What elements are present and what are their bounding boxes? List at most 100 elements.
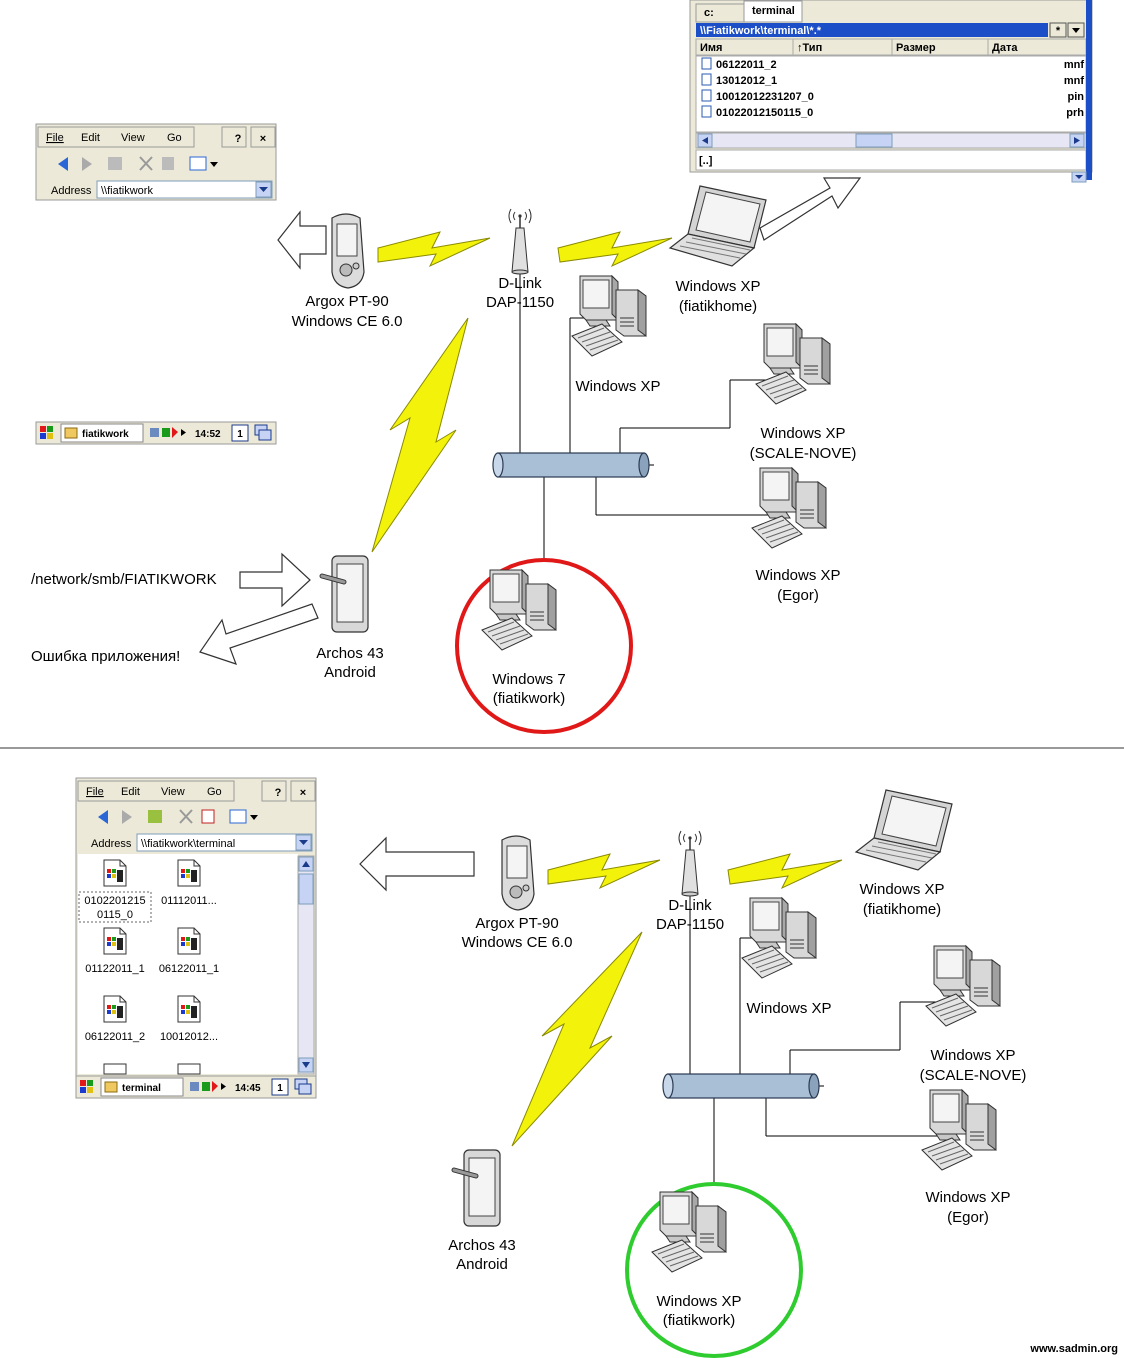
- top-ce-tray-icons: [150, 427, 186, 438]
- top-ce-windows-icon[interactable]: [254, 424, 272, 441]
- fm-scroll-thumb[interactable]: [855, 133, 893, 148]
- bottom-ce-file-item[interactable]: 01122011_1: [85, 927, 145, 975]
- bottom-ce-forward-icon[interactable]: [122, 810, 132, 824]
- top-ce-views-chevron-icon[interactable]: [210, 162, 218, 167]
- top-ce-help-button[interactable]: ?: [221, 126, 247, 148]
- top-ce-up-icon[interactable]: [108, 157, 122, 170]
- top-win7-highlight-circle: [455, 558, 633, 734]
- bottom-router-model: DAP-1150: [656, 916, 724, 933]
- bottom-wireless-bolt-laptop: [727, 853, 843, 890]
- fm-col-date[interactable]: Дата: [992, 42, 1018, 54]
- fm-row-name: 10012012231207_0: [716, 91, 814, 103]
- top-network: D-Link DAP-1150 Argox PT-90 Windows CE 6…: [31, 177, 862, 734]
- bottom-ce-address-value: \\fiatikwork\terminal: [141, 838, 235, 850]
- top-ce-start-icon[interactable]: [40, 426, 53, 439]
- fm-row[interactable]: 10012012231207_0 pin: [701, 89, 1084, 103]
- top-ce-desktop-button[interactable]: 1: [231, 424, 249, 442]
- top-ce-views-icon[interactable]: [189, 156, 207, 171]
- fm-scroll-left-icon[interactable]: [702, 137, 708, 144]
- bottom-ce-menu-edit[interactable]: Edit: [121, 786, 140, 798]
- bottom-ce-network-icon[interactable]: [190, 1082, 199, 1091]
- fm-scroll-right-icon[interactable]: [1074, 137, 1080, 144]
- fm-dropdown-button[interactable]: [1067, 22, 1085, 38]
- top-ce-address-value: \\fiatikwork: [101, 185, 153, 197]
- bottom-ce-file-item[interactable]: 06122011_2: [85, 995, 145, 1043]
- bottom-ce-close-button[interactable]: ×: [290, 780, 316, 802]
- bottom-ce-vertical-scrollbar[interactable]: [297, 855, 315, 1075]
- bottom-ce-address-field[interactable]: \\fiatikwork\terminal: [136, 833, 313, 852]
- fm-row-name: 01022012150115_0: [716, 107, 813, 119]
- bottom-ce-menu-go[interactable]: Go: [207, 786, 222, 798]
- bottom-ce-help-button[interactable]: ?: [261, 780, 287, 802]
- top-ce-address-field[interactable]: \\fiatikwork: [96, 180, 273, 199]
- top-ce-tray-arrow-icon[interactable]: [181, 429, 186, 436]
- top-ce-network-icon[interactable]: [150, 428, 159, 437]
- top-ce-explorer-window: File Edit View Go ? × Address \\fiatikwo…: [35, 123, 277, 201]
- fm-file-icon: [701, 73, 712, 86]
- top-ce-menu-file[interactable]: File: [46, 132, 64, 144]
- top-argox-pda-icon: [331, 213, 365, 289]
- bottom-archos-label-2: Android: [456, 1256, 508, 1273]
- top-ce-back-icon[interactable]: [58, 157, 68, 171]
- bottom-ce-file-item[interactable]: 10012012...: [160, 995, 218, 1043]
- bottom-ce-menu-view[interactable]: View: [161, 786, 185, 798]
- fm-row[interactable]: 13012012_1 mnf: [701, 73, 1084, 87]
- top-ce-delete-icon[interactable]: [139, 156, 153, 171]
- fm-scroll-down-icon[interactable]: [1075, 175, 1083, 179]
- bottom-ce-address-label: Address: [91, 838, 132, 850]
- bottom-ce-delete-icon[interactable]: [179, 809, 193, 824]
- bottom-ce-file-item[interactable]: 06122011_1: [159, 927, 219, 975]
- fm-col-type[interactable]: ↑Тип: [797, 42, 822, 54]
- bottom-ce-file-item[interactable]: 01112011...: [161, 859, 217, 907]
- bottom-ce-start-icon[interactable]: [80, 1080, 93, 1093]
- fm-tab-terminal[interactable]: terminal: [743, 0, 803, 23]
- fm-star-button[interactable]: *: [1049, 22, 1067, 38]
- bottom-ce-views-chevron-icon[interactable]: [250, 815, 258, 820]
- top-ce-menu-edit[interactable]: Edit: [81, 132, 100, 144]
- fm-row[interactable]: 01022012150115_0 prh: [701, 105, 1084, 119]
- bottom-ce-scroll-up-icon[interactable]: [302, 861, 310, 867]
- bottom-ce-file-item[interactable]: 0102201215 0115_0: [78, 859, 152, 923]
- bottom-ce-file-name-2: 0115_0: [97, 909, 133, 921]
- bottom-ce-menu-file[interactable]: File: [86, 786, 104, 798]
- top-ce-properties-icon[interactable]: [162, 157, 174, 170]
- top-ce-menu-go[interactable]: Go: [167, 132, 182, 144]
- bottom-ce-scroll-down-icon[interactable]: [302, 1062, 310, 1068]
- bottom-ce-file-name: 01112011...: [161, 895, 217, 907]
- fm-row[interactable]: 06122011_2 mnf: [701, 57, 1085, 71]
- fm-row-name: 13012012_1: [716, 75, 777, 87]
- fm-col-size[interactable]: Размер: [896, 42, 936, 54]
- bottom-ce-power-icon[interactable]: [212, 1081, 218, 1092]
- bottom-ce-windows-icon[interactable]: [294, 1078, 312, 1095]
- bottom-ce-task-label: terminal: [122, 1083, 161, 1094]
- top-argox-label-2: Windows CE 6.0: [292, 313, 403, 330]
- bottom-ce-up-icon[interactable]: [148, 810, 162, 823]
- bottom-ce-file-name: 06122011_2: [85, 1031, 145, 1043]
- top-ce-close-button[interactable]: ×: [250, 126, 276, 148]
- fm-footer[interactable]: [..]: [699, 155, 713, 167]
- top-ce-forward-icon[interactable]: [82, 157, 92, 171]
- fm-row-ext: mnf: [1064, 59, 1085, 71]
- top-ce-toolbar: [58, 156, 218, 171]
- bottom-ce-back-icon[interactable]: [98, 810, 108, 824]
- fm-col-name[interactable]: Имя: [700, 42, 722, 54]
- bottom-ce-task-button[interactable]: terminal: [100, 1077, 184, 1097]
- bottom-ce-tray-arrow-icon[interactable]: [221, 1083, 226, 1090]
- bottom-ce-views-icon[interactable]: [229, 809, 247, 824]
- bottom-ce-desktop-button[interactable]: 1: [271, 1078, 289, 1096]
- bottom-ce-battery-icon[interactable]: [202, 1082, 210, 1091]
- top-laptop-arrow-icon: [759, 177, 862, 241]
- top-ce-desktop-number: 1: [237, 429, 243, 440]
- bottom-wireless-bolt-argox: [547, 853, 661, 890]
- fm-tab-c[interactable]: c:: [695, 3, 745, 23]
- top-ce-power-icon[interactable]: [172, 427, 178, 438]
- bottom-ce-scroll-thumb[interactable]: [298, 873, 314, 905]
- top-ce-battery-icon[interactable]: [162, 428, 170, 437]
- bottom-ce-folder-icon: [104, 1081, 118, 1093]
- bottom-ce-properties-icon[interactable]: [201, 809, 215, 824]
- fm-horizontal-scrollbar[interactable]: [695, 132, 1087, 149]
- top-ce-menu-view[interactable]: View: [121, 132, 145, 144]
- top-ce-task-button[interactable]: fiatikwork: [60, 423, 144, 443]
- top-scale-label-2: (SCALE-NOVE): [750, 445, 857, 462]
- bottom-ce-toolbar: [98, 809, 258, 824]
